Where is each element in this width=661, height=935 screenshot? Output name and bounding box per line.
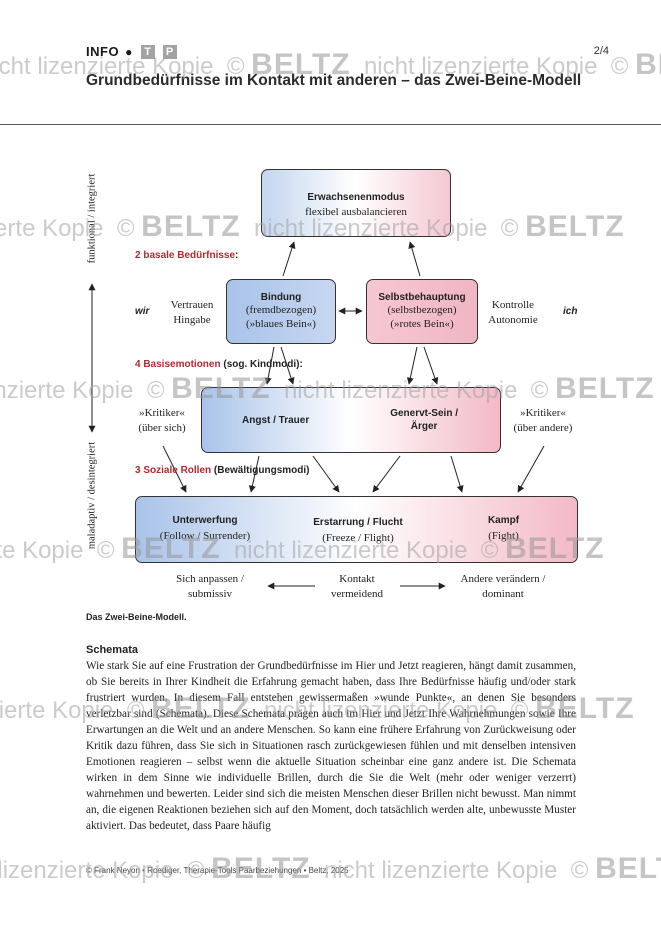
- selbstbehauptung-title: Selbstbehauptung: [378, 292, 466, 303]
- bindung-title: Bindung: [260, 292, 302, 303]
- role-erstarrung: Erstarrung / Flucht (Freeze / Flight): [313, 517, 403, 544]
- genervt-aerger: Genervt-Sein / Ärger: [390, 408, 458, 432]
- role-unterwerfung: Unterwerfung (Follow / Surrender): [159, 515, 251, 542]
- figure-caption: Das Zwei-Beine-Modell.: [86, 612, 187, 622]
- erwachsenenmodus-title: Erwachsenenmodus: [307, 191, 405, 203]
- label-beduerfnisse: 2 basale Bedürfnisse:: [135, 250, 239, 261]
- label-emotionen: 4 Basisemotionen (sog. Kindmodi):: [135, 359, 303, 370]
- bullet-icon: ●: [125, 44, 133, 59]
- box-rollen: Unterwerfung (Follow / Surrender) Erstar…: [135, 496, 578, 563]
- box-selbstbehauptung: Selbstbehauptung (selbstbezogen) (»rotes…: [366, 279, 478, 344]
- erwachsenenmodus-sub: flexibel ausbalancieren: [305, 205, 407, 218]
- box-emotionen: Angst / Trauer Genervt-Sein / Ärger: [201, 387, 501, 453]
- kritiker-left: »Kritiker« (über sich): [138, 407, 186, 434]
- label-rollen: 3 Soziale Rollen (Bewältigungsmodi): [135, 465, 310, 476]
- page-number: 2/4: [593, 45, 609, 57]
- badge-p: P: [162, 44, 177, 59]
- section-label: INFO ● T P: [86, 44, 177, 59]
- bottom-right: Andere verändern / dominant: [460, 573, 546, 600]
- box-bindung: Bindung (fremdbezogen) (»blaues Bein«): [226, 279, 336, 344]
- footer-copyright: © Frank Neyon • Roediger, Therapie-Tools…: [86, 866, 349, 875]
- angst-trauer: Angst / Trauer: [242, 414, 310, 426]
- box-erwachsenenmodus: Erwachsenenmodus flexibel ausbalancieren: [261, 169, 451, 237]
- right-needs: Kontrolle Autonomie: [488, 299, 538, 326]
- label-wir: wir: [135, 306, 150, 317]
- kritiker-right: »Kritiker« (über andere): [513, 407, 573, 434]
- bottom-mid: Kontakt vermeidend: [331, 573, 383, 600]
- bottom-left: Sich anpassen / submissiv: [176, 573, 244, 600]
- axis-label-top: funktional / integriert: [86, 173, 98, 264]
- badge-t: T: [140, 44, 155, 59]
- section-name: INFO: [86, 44, 120, 59]
- axis-label-bottom: maladaptiv / desintegriert: [86, 441, 98, 550]
- header-divider: [0, 124, 661, 125]
- section-title: Schemata: [86, 644, 138, 656]
- body-paragraph: Wie stark Sie auf eine Frustration der G…: [86, 660, 576, 832]
- left-needs: Vertrauen Hingabe: [170, 299, 214, 326]
- label-ich: ich: [563, 306, 578, 317]
- role-kampf: Kampf (Fight): [487, 515, 520, 542]
- page-title: Grundbedürfnisse im Kontakt mit anderen …: [86, 72, 582, 89]
